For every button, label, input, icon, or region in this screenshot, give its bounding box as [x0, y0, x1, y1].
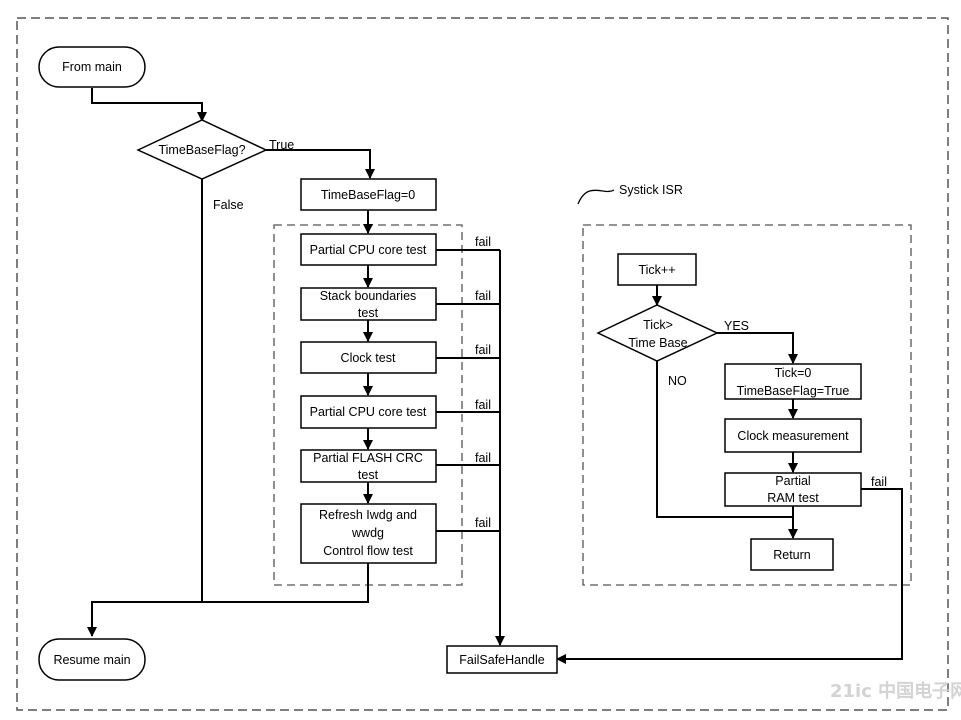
- timebase-reset-box: [300, 178, 437, 211]
- flash-crc-label-line2: test: [358, 468, 379, 482]
- tick-decision-label-line2: Time Base: [628, 336, 687, 350]
- timebase-decision: [136, 119, 268, 180]
- yes-label: YES: [724, 319, 749, 333]
- fail-label-cpu2: fail: [475, 398, 491, 412]
- tick-decision-label-line1: Tick>: [643, 318, 673, 332]
- resume-main-terminal: [38, 638, 146, 681]
- connector-ram-fail: [556, 488, 903, 664]
- connector-true: [266, 149, 375, 179]
- watermark-logo: 21ic 中国电子网: [830, 680, 961, 702]
- flash-crc-label-line1: Partial FLASH CRC: [313, 451, 423, 465]
- failsafe-label: FailSafeHandle: [459, 653, 545, 667]
- return-label: Return: [773, 548, 811, 562]
- stack-test-box: [300, 287, 437, 321]
- connector-no: [656, 361, 793, 518]
- resume-main-label: Resume main: [53, 653, 130, 667]
- outer-frame: [16, 17, 949, 711]
- tick-inc-label: Tick++: [638, 263, 675, 277]
- tick-reset-label-line2: TimeBaseFlag=True: [737, 384, 850, 398]
- false-label: False: [213, 198, 244, 212]
- ram-test-label-line2: RAM test: [767, 491, 819, 505]
- fail-label-cpu1: fail: [475, 235, 491, 249]
- refresh-label-line1: Refresh Iwdg and: [319, 508, 417, 522]
- tick-inc-box: [617, 253, 697, 286]
- connector-frommain-decision: [91, 88, 207, 122]
- tick-reset-box: [724, 363, 862, 400]
- clock-test-label: Clock test: [341, 351, 396, 365]
- clock-test-box: [300, 341, 437, 374]
- fail-label-clock: fail: [475, 343, 491, 357]
- fail-label-refresh: fail: [475, 516, 491, 530]
- no-label: NO: [668, 374, 687, 388]
- timebase-reset-label: TimeBaseFlag=0: [321, 188, 415, 202]
- timebase-decision-label: TimeBaseFlag?: [158, 143, 245, 157]
- true-label: True: [269, 138, 294, 152]
- connector-yes: [717, 332, 798, 364]
- ram-test-label-line1: Partial: [775, 474, 810, 488]
- cpu-test-1-box: [300, 233, 437, 266]
- refresh-label-line3: Control flow test: [323, 544, 413, 558]
- connector-refresh-resume: [87, 563, 369, 637]
- refresh-box: [300, 503, 437, 564]
- stack-test-label-line2: test: [358, 306, 379, 320]
- failsafe-box: [446, 645, 558, 674]
- return-box: [750, 538, 834, 571]
- systick-callout-curve: [577, 189, 615, 205]
- stack-test-label-line1: Stack boundaries: [320, 289, 417, 303]
- from-main-label: From main: [62, 60, 122, 74]
- systick-isr-title: Systick ISR: [619, 183, 683, 197]
- refresh-label-line2: wwdg: [351, 526, 384, 540]
- fail-label-flash: fail: [475, 451, 491, 465]
- ram-test-box: [724, 472, 862, 507]
- fail-label-stack: fail: [475, 289, 491, 303]
- cpu-test-2-box: [300, 395, 437, 429]
- systick-isr-frame: [582, 224, 912, 586]
- from-main-terminal: [38, 46, 146, 88]
- cpu-test-1-label: Partial CPU core test: [310, 243, 427, 257]
- tick-reset-label-line1: Tick=0: [775, 366, 812, 380]
- tick-decision: [596, 304, 719, 362]
- flash-crc-box: [300, 449, 437, 483]
- clock-measurement-box: [724, 418, 862, 453]
- clock-measurement-label: Clock measurement: [737, 429, 849, 443]
- fail-label-ram: fail: [871, 475, 887, 489]
- cpu-test-2-label: Partial CPU core test: [310, 405, 427, 419]
